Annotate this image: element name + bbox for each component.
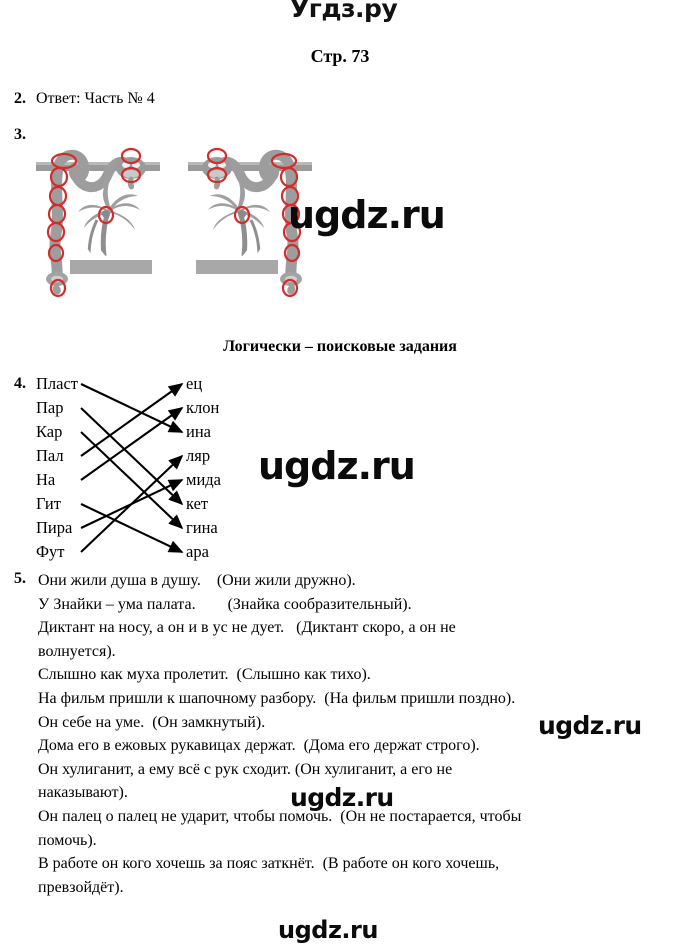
exercise-5-line: В работе он кого хочешь за пояс заткнёт.… <box>38 855 500 873</box>
match-left-item: Пласт <box>36 374 79 393</box>
exercise-3-number: 3. <box>14 126 26 143</box>
match-left-item: Пар <box>36 398 64 417</box>
watermark: ugdz.ru <box>290 783 394 812</box>
match-arrow <box>80 407 184 481</box>
difference-markers-left <box>46 147 142 298</box>
exercise-5-line: Он себе на уме. (Он замкнутый). <box>38 713 266 731</box>
match-right-item: кет <box>186 494 209 513</box>
site-logo[interactable]: Угдз.ру <box>290 0 398 23</box>
difference-markers-right <box>206 147 302 298</box>
section-heading: Логически – поисковые задания <box>223 338 457 355</box>
match-right-item: ина <box>186 422 211 441</box>
spot-the-difference-drawing <box>34 147 314 304</box>
exercise-5-line: превзойдёт). <box>38 878 124 896</box>
exercise-2-text: Ответ: Часть № 4 <box>36 90 155 107</box>
exercise-2-number: 2. <box>14 90 26 107</box>
exercise-5-line: Слышно как муха пролетит. (Слышно как ти… <box>38 666 371 684</box>
match-right-item: ляр <box>186 446 211 465</box>
exercise-5-line: Дома его в ежовых рукавицах держат. (Дом… <box>38 737 480 755</box>
match-left-column: Пласт Пар Кар Пал На Гит Пира Фут <box>36 372 78 564</box>
exercise-5-line: помочь). <box>38 831 97 849</box>
match-right-item: ец <box>186 374 203 393</box>
exercise-3-illustration <box>34 146 314 304</box>
match-left-item: Пира <box>36 518 73 537</box>
match-arrow <box>80 383 184 433</box>
exercise-5-line: наказывают). <box>38 784 128 802</box>
exercise-4-number: 4. <box>14 375 26 392</box>
exercise-5-line: Он хулиганит, а ему всё с рук сходит. (О… <box>38 760 453 778</box>
exercise-5-line: волнуется). <box>38 642 116 660</box>
match-arrow <box>80 431 184 530</box>
exercise-5-line: Он палец о палец не ударит, чтобы помочь… <box>38 807 522 825</box>
exercise-5-line: На фильм пришли к шапочному разбору. (На… <box>38 689 516 707</box>
exercise-5-line: Они жили душа в душу. (Они жили дружно). <box>38 572 356 589</box>
watermark: ugdz.ru <box>258 444 416 488</box>
match-right-item: гина <box>186 518 218 537</box>
match-left-item: Кар <box>36 422 63 441</box>
match-right-column: ец клон ина ляр мида кет гина ара <box>186 372 221 564</box>
match-arrow <box>80 503 184 553</box>
match-arrow <box>80 383 184 457</box>
page-number: Стр. 73 <box>310 46 370 66</box>
watermark: ugdz.ru <box>278 916 378 944</box>
match-left-item: На <box>36 470 56 489</box>
match-arrow <box>80 407 184 506</box>
exercise-5-body: Они жили душа в душу. (Они жили дружно).… <box>38 569 674 899</box>
match-arrow <box>80 454 184 553</box>
match-right-item: ара <box>186 542 209 561</box>
match-left-item: Фут <box>36 542 65 561</box>
match-left-item: Гит <box>36 494 61 513</box>
exercise-5-number: 5. <box>14 570 26 587</box>
puzzle-picture-right <box>188 147 312 298</box>
exercise-4-matching: Пласт Пар Кар Пал На Гит Пира Фут ец кло… <box>36 372 276 564</box>
exercise-5-line: У Знайки – ума палата. (Знайка сообразит… <box>38 595 412 613</box>
puzzle-picture-left <box>36 147 160 298</box>
watermark: ugdz.ru <box>288 193 446 237</box>
match-left-item: Пал <box>36 446 64 465</box>
exercise-5-line: Диктант на носу, а он и в ус не дует. (Д… <box>38 619 456 637</box>
match-right-item: клон <box>186 398 220 417</box>
watermark: ugdz.ru <box>538 711 642 740</box>
match-right-item: мида <box>186 470 221 489</box>
match-arrow <box>80 479 184 529</box>
